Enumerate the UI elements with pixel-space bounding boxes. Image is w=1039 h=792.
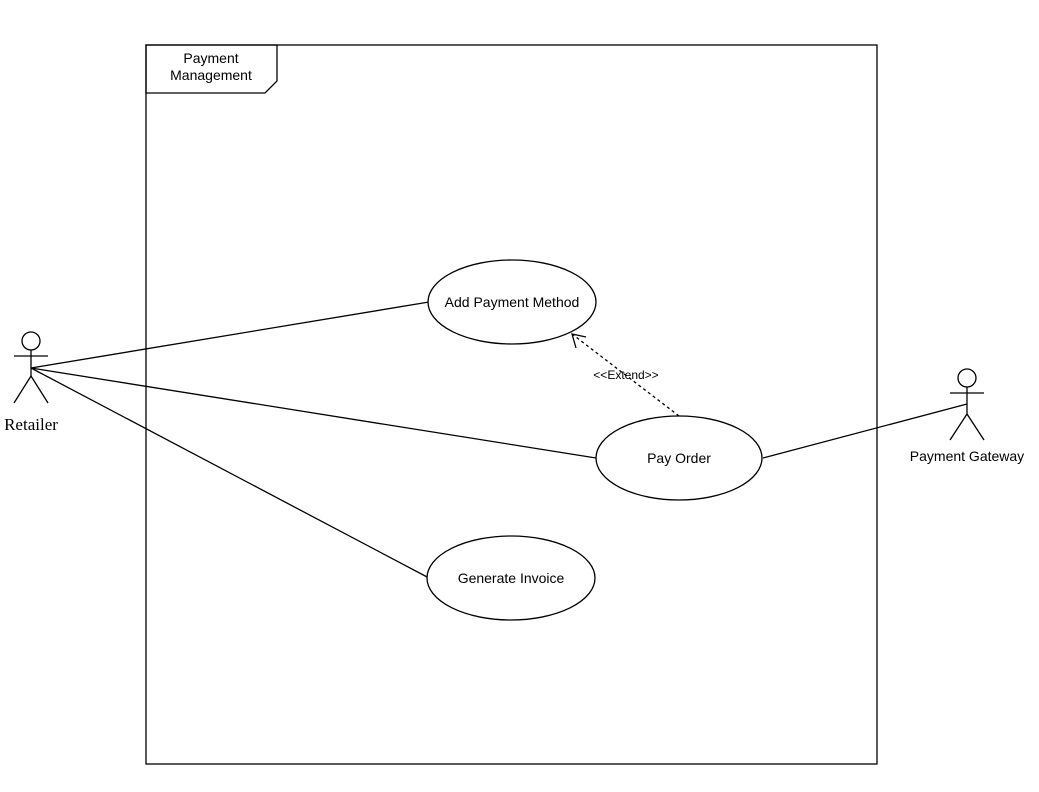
use-case-pay-order[interactable]: Pay Order xyxy=(595,415,763,501)
extend-label: <<Extend>> xyxy=(593,368,658,382)
use-case-add-payment-method[interactable]: Add Payment Method xyxy=(427,259,597,345)
actor-payment-gateway-head xyxy=(957,368,977,388)
association-retailer-add-payment xyxy=(30,301,430,369)
association-retailer-generate-invoice xyxy=(30,367,430,579)
use-case-pay-order-label: Pay Order xyxy=(647,450,711,466)
association-gateway-pay-order xyxy=(762,403,968,459)
actor-payment-gateway-label: Payment Gateway xyxy=(910,448,1024,464)
actor-retailer-head xyxy=(21,331,41,351)
actor-payment-gateway-right-leg xyxy=(966,413,985,441)
extend-arrowhead xyxy=(571,333,587,349)
system-boundary xyxy=(145,44,878,765)
actor-retailer-label: Retailer xyxy=(4,415,58,434)
extend-relation-line xyxy=(571,333,680,417)
actor-payment-gateway-left-leg xyxy=(949,413,968,441)
system-title-line1: Payment xyxy=(183,50,238,66)
actor-payment-gateway[interactable]: Payment Gateway xyxy=(910,368,1024,464)
system-title-line2: Management xyxy=(170,67,252,83)
association-retailer-pay-order xyxy=(30,367,597,459)
use-case-add-payment-method-label: Add Payment Method xyxy=(445,294,580,310)
actor-retailer-right-leg xyxy=(30,375,49,404)
use-case-generate-invoice-label: Generate Invoice xyxy=(458,570,565,586)
system-title-tab xyxy=(145,44,278,94)
actor-retailer-left-leg xyxy=(13,375,32,404)
use-case-generate-invoice[interactable]: Generate Invoice xyxy=(426,535,596,621)
actor-retailer[interactable]: Retailer xyxy=(4,331,58,434)
